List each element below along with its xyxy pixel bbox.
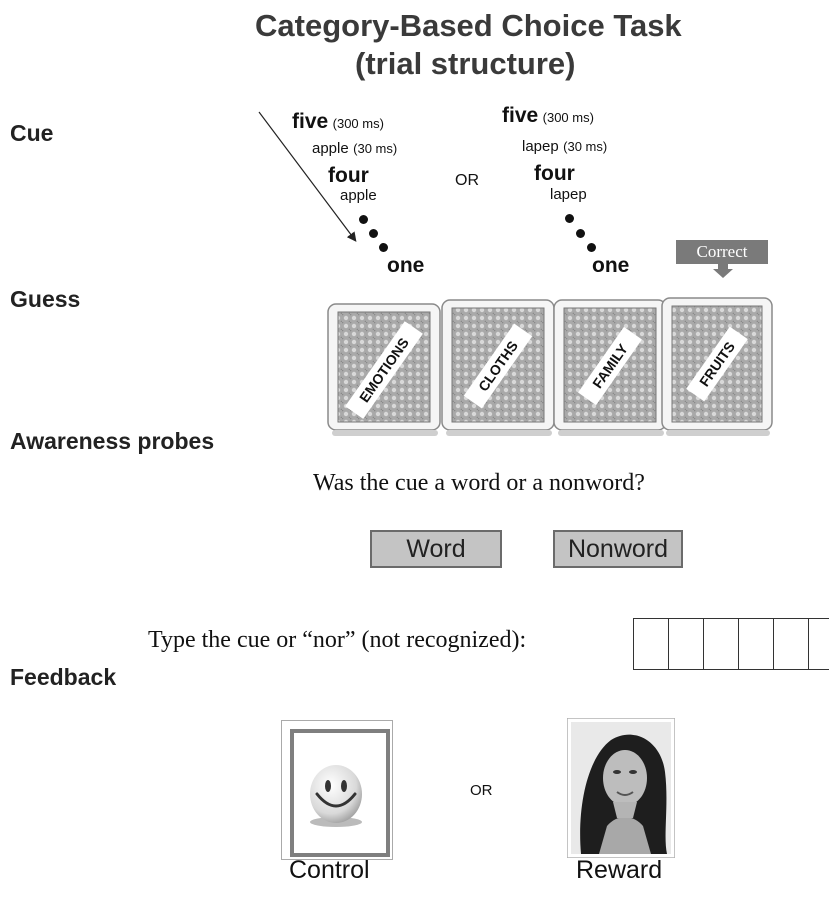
word-button[interactable]: Word — [370, 530, 502, 568]
cue-left-word2: apple — [340, 187, 377, 204]
control-label: Control — [289, 856, 370, 884]
cue-right-five-duration: (300 ms) — [542, 110, 594, 125]
cue-left-word-duration: (30 ms) — [353, 141, 398, 156]
section-label-feedback: Feedback — [10, 664, 117, 690]
time-arrow — [258, 111, 357, 242]
type-cue-prompt: Type the cue or “nor” (not recognized): — [148, 627, 527, 653]
diagram-title-line2: (trial structure) — [355, 46, 576, 81]
letter-box[interactable] — [773, 618, 809, 670]
cue-left-five-line: five (300 ms) — [292, 110, 384, 134]
cue-or: OR — [455, 172, 479, 189]
category-card[interactable]: CLOTHS — [441, 299, 555, 436]
cue-entry-boxes[interactable] — [633, 618, 829, 670]
letter-box[interactable] — [808, 618, 829, 670]
section-label-cue: Cue — [10, 120, 54, 146]
correct-label: Correct — [676, 240, 768, 264]
reward-label: Reward — [576, 856, 663, 884]
reward-photo — [567, 718, 675, 858]
cue-left-five-duration: (300 ms) — [332, 116, 384, 131]
ellipsis-dot — [369, 229, 378, 238]
ellipsis-dot — [359, 215, 368, 224]
cue-right-five-line: five (300 ms) — [502, 104, 594, 128]
category-card[interactable]: FAMILY — [553, 299, 667, 436]
cue-left-one: one — [387, 254, 425, 277]
cue-left-four: four — [328, 164, 369, 187]
letter-box[interactable] — [668, 618, 704, 670]
ellipsis-dot — [565, 214, 574, 223]
category-card[interactable]: EMOTIONS — [327, 303, 441, 436]
feedback-or: OR — [470, 782, 493, 799]
ellipsis-dot — [379, 243, 388, 252]
section-label-guess: Guess — [10, 286, 81, 312]
letter-box[interactable] — [633, 618, 669, 670]
diagram-title-line1: Category-Based Choice Task — [255, 8, 682, 43]
cards-illustration: EMOTIONS CLOTHS FAMILY FRUITS — [327, 297, 773, 436]
letter-box[interactable] — [738, 618, 774, 670]
cue-right-word2: lapep — [550, 186, 587, 203]
cue-left-word-line: apple (30 ms) — [312, 140, 397, 158]
cue-right-word: lapep — [522, 138, 559, 155]
cue-right-five: five — [502, 104, 539, 127]
correct-down-arrow-icon — [713, 264, 733, 278]
cue-right-word-line: lapep (30 ms) — [522, 138, 607, 156]
cue-right-word-duration: (30 ms) — [563, 139, 608, 154]
cue-left-word: apple — [312, 140, 349, 157]
ellipsis-dot — [576, 229, 585, 238]
section-label-awareness: Awareness probes — [10, 428, 215, 454]
awareness-question: Was the cue a word or a nonword? — [313, 470, 645, 496]
letter-box[interactable] — [703, 618, 739, 670]
category-card[interactable]: FRUITS — [661, 297, 773, 436]
nonword-button[interactable]: Nonword — [553, 530, 683, 568]
smiley-face-icon — [310, 765, 362, 827]
cue-right-one: one — [592, 254, 630, 277]
ellipsis-dot — [587, 243, 596, 252]
cue-left-five: five — [292, 110, 329, 133]
cue-right-four: four — [534, 162, 575, 185]
